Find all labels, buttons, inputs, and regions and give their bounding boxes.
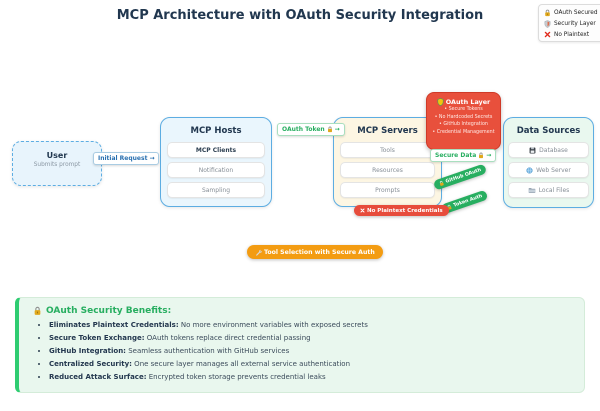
edge-label: Token Auth xyxy=(452,193,483,209)
edge-initial-request: Initial Request → xyxy=(93,152,160,165)
legend: OAuth Secured Security Layer No Plaintex… xyxy=(538,4,600,42)
shield-icon xyxy=(544,20,551,28)
legend-item-security-layer: Security Layer xyxy=(544,20,600,28)
datasource-item-web-server: Web Server xyxy=(508,162,589,178)
benefits-title: OAuth Security Benefits: xyxy=(46,306,172,316)
lock-icon xyxy=(439,180,444,186)
badge-label: Tool Selection with Secure Auth xyxy=(264,248,375,256)
edge-secure-data: Secure Data → xyxy=(430,149,497,162)
node-title: OAuth Layer xyxy=(445,98,491,106)
host-item-sampling: Sampling xyxy=(166,182,266,198)
legend-label: No Plaintext xyxy=(554,31,590,38)
wrench-icon xyxy=(256,249,262,256)
lock-icon xyxy=(327,126,332,133)
server-item-tools: Tools xyxy=(339,142,436,158)
legend-item-oauth-secured: OAuth Secured xyxy=(544,9,600,17)
host-item-mcp-clients: MCP Clients xyxy=(166,142,266,158)
globe-icon xyxy=(526,166,533,174)
node-data-sources: Data Sources Database Web Server Local F… xyxy=(503,117,594,208)
badge-tool-selection: Tool Selection with Secure Auth xyxy=(247,245,383,259)
edge-github-oauth: GitHub OAuth xyxy=(432,163,488,191)
edge-label: Initial Request xyxy=(98,155,148,162)
benefit-item: Centralized Security: One secure layer m… xyxy=(49,360,570,369)
host-item-notification: Notification xyxy=(166,162,266,178)
item-label: Database xyxy=(539,146,568,154)
item-label: Local Files xyxy=(538,186,570,194)
benefit-item: Eliminates Plaintext Credentials: No mor… xyxy=(49,321,570,330)
benefit-item: Secure Token Exchange: OAuth tokens repl… xyxy=(49,334,570,343)
oauth-bullet: Credential Management xyxy=(427,129,500,137)
lock-icon xyxy=(545,9,550,17)
page-title: MCP Architecture with OAuth Security Int… xyxy=(116,8,484,23)
oauth-bullet: GitHub Integration xyxy=(427,121,500,129)
legend-label: OAuth Secured xyxy=(554,10,598,16)
node-title: Data Sources xyxy=(516,126,581,136)
server-item-resources: Resources xyxy=(339,162,436,178)
arrow-right-icon: → xyxy=(334,126,340,133)
benefits-panel: OAuth Security Benefits: Eliminates Plai… xyxy=(15,297,585,393)
server-item-prompts: Prompts xyxy=(339,182,436,198)
benefits-list: Eliminates Plaintext Credentials: No mor… xyxy=(33,321,570,382)
lock-icon xyxy=(479,152,484,159)
badge-no-plaintext-credentials: No Plaintext Credentials xyxy=(354,205,449,216)
node-mcp-hosts: MCP Hosts MCP Clients Notification Sampl… xyxy=(160,117,272,207)
oauth-bullet: Secure Tokens xyxy=(427,106,500,114)
node-subtitle: Submits prompt xyxy=(33,162,81,168)
x-icon xyxy=(544,31,551,38)
node-title-row: OAuth Layer xyxy=(427,98,500,106)
x-icon xyxy=(360,208,365,213)
lock-icon xyxy=(34,306,41,315)
edge-oauth-token: OAuth Token → xyxy=(277,123,345,136)
folder-icon xyxy=(528,187,536,193)
node-mcp-servers: MCP Servers Tools Resources Prompts xyxy=(333,117,442,207)
legend-item-no-plaintext: No Plaintext xyxy=(544,31,600,38)
database-icon xyxy=(529,147,536,153)
benefit-item: GitHub Integration: Seamless authenticat… xyxy=(49,347,570,356)
datasource-item-local-files: Local Files xyxy=(508,182,589,198)
datasource-item-database: Database xyxy=(508,142,589,158)
node-oauth-layer: OAuth Layer Secure Tokens No Hardcoded S… xyxy=(426,92,501,150)
arrow-right-icon: → xyxy=(486,152,492,159)
benefit-item: Reduced Attack Surface: Encrypted token … xyxy=(49,373,570,382)
node-title: MCP Hosts xyxy=(190,126,242,136)
node-user: User Submits prompt xyxy=(12,141,102,186)
badge-label: No Plaintext Credentials xyxy=(367,207,443,214)
edge-label: Secure Data xyxy=(435,152,477,159)
edge-label: GitHub OAuth xyxy=(445,167,482,185)
shield-icon xyxy=(437,98,444,106)
node-title: User xyxy=(46,151,68,160)
oauth-bullet: No Hardcoded Secrets xyxy=(427,114,500,122)
edge-label: OAuth Token xyxy=(282,126,325,133)
legend-label: Security Layer xyxy=(554,21,596,27)
item-label: Web Server xyxy=(536,166,571,174)
arrow-right-icon: → xyxy=(149,155,155,162)
node-title: MCP Servers xyxy=(357,126,418,136)
benefits-title-row: OAuth Security Benefits: xyxy=(33,306,570,316)
